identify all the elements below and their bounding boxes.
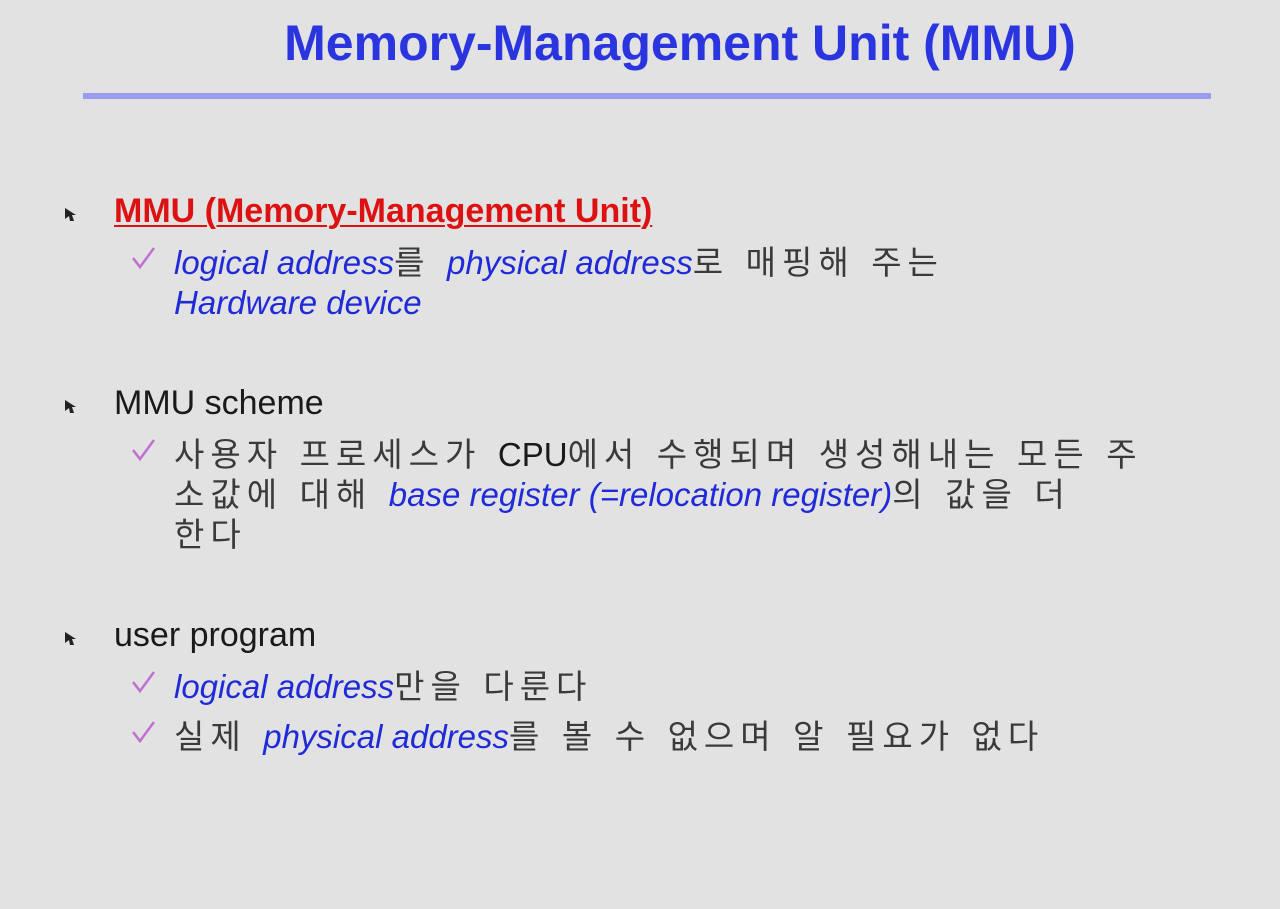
text-ko: 를 [394, 243, 447, 282]
title-rule [83, 93, 1211, 99]
item-text: Hardware device [174, 283, 422, 323]
item-text: 실제 physical address를 볼 수 없으며 알 필요가 없다 [174, 717, 1044, 757]
term-physical-address: physical address [446, 244, 693, 281]
term-hardware-device: Hardware device [174, 284, 422, 321]
term-physical-address: physical address [263, 718, 510, 755]
text-ko: 만을 다룬다 [394, 667, 593, 706]
term-base-register: base register (=relocation register) [388, 476, 893, 513]
arrow-bullet-icon [62, 396, 82, 416]
item-text: logical address를 physical address로 매핑해 주… [174, 243, 944, 283]
text-ko: 로 매핑해 주는 [692, 243, 944, 282]
section-1-heading: MMU (Memory-Management Unit) [114, 192, 653, 230]
slide-title: Memory-Management Unit (MMU) [284, 15, 1076, 71]
text-cpu: CPU [497, 436, 568, 473]
arrow-bullet-icon [62, 628, 82, 648]
text-ko: 를 볼 수 없으며 알 필요가 없다 [509, 717, 1045, 756]
term-logical-address: logical address [174, 244, 395, 281]
item-text: 사용자 프로세스가 CPU에서 수행되며 생성해내는 모든 주 [174, 435, 1143, 475]
term-logical-address: logical address [174, 668, 395, 705]
checkmark-icon [130, 435, 158, 469]
text-ko: 한다 [174, 515, 247, 554]
text-ko: 사용자 프로세스가 [174, 435, 498, 474]
item-text: 한다 [174, 515, 247, 555]
arrow-bullet-icon [62, 204, 82, 224]
text-ko: 의 값을 더 [892, 475, 1071, 514]
checkmark-icon [130, 667, 158, 701]
text-ko: 에서 수행되며 생성해내는 모든 주 [567, 435, 1143, 474]
item-text: logical address만을 다룬다 [174, 667, 592, 707]
section-3-heading: user program [114, 616, 317, 654]
item-text: 소값에 대해 base register (=relocation regist… [174, 475, 1071, 515]
text-ko: 소값에 대해 [174, 475, 389, 514]
checkmark-icon [130, 717, 158, 751]
text-ko: 실제 [174, 717, 264, 756]
section-2-heading: MMU scheme [114, 384, 324, 422]
checkmark-icon [130, 243, 158, 277]
